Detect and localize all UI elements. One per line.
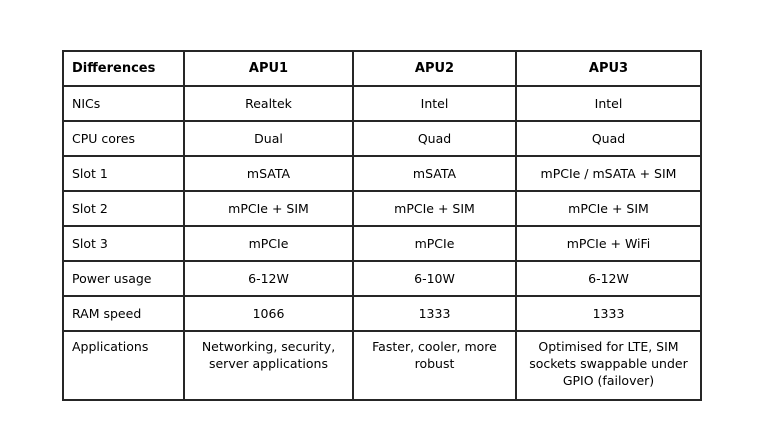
table-row-slot-3: Slot 3 mPCIe mPCIe mPCIe + WiFi xyxy=(62,225,702,262)
cell: Intel xyxy=(515,85,702,122)
row-label: Power usage xyxy=(62,260,185,297)
header-row: Differences APU1 APU2 APU3 xyxy=(62,50,702,87)
cell: 6-10W xyxy=(352,260,517,297)
cell: 6-12W xyxy=(183,260,354,297)
cell: Dual xyxy=(183,120,354,157)
cell: mSATA xyxy=(352,155,517,192)
row-label: NICs xyxy=(62,85,185,122)
cell: mPCIe + SIM xyxy=(183,190,354,227)
cell: 1333 xyxy=(352,295,517,332)
cell: mPCIe + SIM xyxy=(515,190,702,227)
header-cell-apu2: APU2 xyxy=(352,50,517,87)
row-label: RAM speed xyxy=(62,295,185,332)
table-row-applications: Applications Networking, security, serve… xyxy=(62,330,702,401)
header-cell-apu3: APU3 xyxy=(515,50,702,87)
row-label: CPU cores xyxy=(62,120,185,157)
apu-comparison-table: Differences APU1 APU2 APU3 NICs Realtek … xyxy=(62,50,702,401)
row-label: Slot 3 xyxy=(62,225,185,262)
row-label: Applications xyxy=(62,330,185,401)
cell: Quad xyxy=(515,120,702,157)
cell: mSATA xyxy=(183,155,354,192)
row-label: Slot 2 xyxy=(62,190,185,227)
table-row-power-usage: Power usage 6-12W 6-10W 6-12W xyxy=(62,260,702,297)
cell: Realtek xyxy=(183,85,354,122)
header-cell-apu1: APU1 xyxy=(183,50,354,87)
cell: Quad xyxy=(352,120,517,157)
table-row-slot-1: Slot 1 mSATA mSATA mPCIe / mSATA + SIM xyxy=(62,155,702,192)
cell: mPCIe + WiFi xyxy=(515,225,702,262)
row-label: Slot 1 xyxy=(62,155,185,192)
cell: 6-12W xyxy=(515,260,702,297)
cell: Networking, security, server application… xyxy=(183,330,354,401)
cell: 1066 xyxy=(183,295,354,332)
cell: Intel xyxy=(352,85,517,122)
table-row-ram-speed: RAM speed 1066 1333 1333 xyxy=(62,295,702,332)
header-cell-differences: Differences xyxy=(62,50,185,87)
table-row-slot-2: Slot 2 mPCIe + SIM mPCIe + SIM mPCIe + S… xyxy=(62,190,702,227)
cell: 1333 xyxy=(515,295,702,332)
cell: mPCIe xyxy=(183,225,354,262)
cell: Faster, cooler, more robust xyxy=(352,330,517,401)
cell: mPCIe xyxy=(352,225,517,262)
cell: Optimised for LTE, SIM sockets swappable… xyxy=(515,330,702,401)
table-row-cpu-cores: CPU cores Dual Quad Quad xyxy=(62,120,702,157)
cell: mPCIe + SIM xyxy=(352,190,517,227)
table-row-nics: NICs Realtek Intel Intel xyxy=(62,85,702,122)
cell: mPCIe / mSATA + SIM xyxy=(515,155,702,192)
